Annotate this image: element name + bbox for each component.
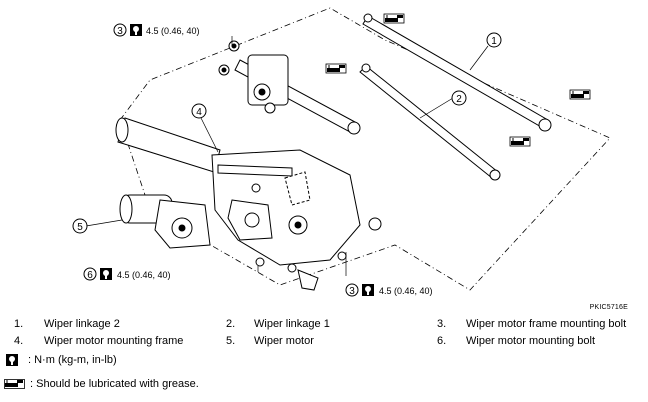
callout-1: 1: [486, 32, 502, 48]
torque-label-top: 3 4.5 (0.46, 40): [113, 23, 200, 37]
legend-num: 5.: [226, 335, 236, 347]
svg-text:4.5 (0.46, 40): 4.5 (0.46, 40): [379, 286, 433, 296]
wiper-linkage-2: [362, 13, 552, 132]
legend-label: Wiper linkage 2: [44, 318, 120, 330]
torque-wrench-icon: [362, 284, 374, 296]
grease-gun-icon: [569, 89, 591, 100]
callout-4: 4: [191, 103, 207, 119]
mounting-frame-tube: [115, 117, 221, 173]
legend-row-1: 1. Wiper linkage 2 2. Wiper linkage 1 3.…: [0, 318, 648, 334]
upper-pivot: [234, 54, 361, 135]
assembly-outline: [119, 7, 611, 291]
torque-symbol-text: : N·m (kg-m, in-lb): [28, 354, 117, 366]
wiper-linkage-1: [359, 63, 501, 181]
svg-text:4.5 (0.46, 40): 4.5 (0.46, 40): [146, 26, 200, 36]
svg-text:1: 1: [491, 36, 497, 47]
grease-gun-icon: [383, 13, 405, 24]
torque-label-left: 6 4.5 (0.46, 40): [83, 267, 171, 281]
svg-text:2: 2: [456, 94, 462, 105]
callout-2: 2: [451, 90, 467, 106]
leader-lines: [85, 36, 489, 276]
torque-wrench-icon: [100, 268, 112, 280]
wiper-assembly-diagram: 1 2 4 5 3 4.5 (0.46, 40) 6 4.5 (0.46, 40…: [72, 7, 611, 297]
svg-text:4.5 (0.46, 40): 4.5 (0.46, 40): [117, 270, 171, 280]
legend-label: Wiper motor frame mounting bolt: [466, 318, 627, 330]
callout-5: 5: [72, 218, 88, 234]
legend-label: Wiper motor: [254, 335, 314, 347]
svg-text:3: 3: [117, 26, 123, 37]
legend-num: 1.: [14, 318, 24, 330]
figure-code: PKIC5716E: [589, 304, 628, 311]
legend-row-2: 4. Wiper motor mounting frame 5. Wiper m…: [0, 335, 648, 351]
grease-gun-icon: [325, 63, 347, 74]
svg-text:5: 5: [77, 222, 83, 233]
bolts-bottom: [255, 251, 347, 291]
torque-wrench-icon: [130, 24, 142, 36]
grease-symbol-text: : Should be lubricated with grease.: [30, 378, 199, 390]
legend-num: 2.: [226, 318, 236, 330]
svg-text:4: 4: [196, 107, 202, 118]
wiper-motor: [119, 194, 273, 249]
legend-num: 6.: [437, 335, 447, 347]
torque-label-bottom: 3 4.5 (0.46, 40): [345, 283, 433, 297]
torque-wrench-icon: [6, 354, 18, 366]
grease-gun-icon: [509, 136, 531, 147]
legend-num: 3.: [437, 318, 447, 330]
legend-label: Wiper linkage 1: [254, 318, 330, 330]
legend-label: Wiper motor mounting frame: [44, 335, 184, 347]
svg-text:3: 3: [349, 286, 355, 297]
legend-num: 4.: [14, 335, 24, 347]
svg-text:6: 6: [87, 270, 93, 281]
legend-label: Wiper motor mounting bolt: [466, 335, 595, 347]
grease-gun-icon: [4, 379, 25, 389]
